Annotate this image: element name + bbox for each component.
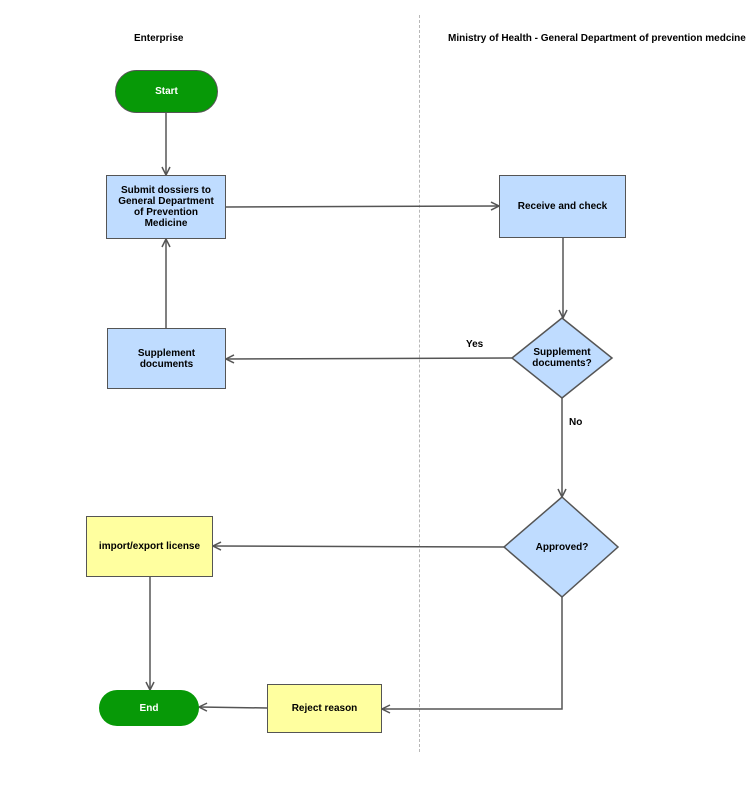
lane-title-enterprise: Enterprise: [134, 33, 184, 44]
yes-label: Yes: [466, 339, 484, 350]
import-export-license-label: import/export license: [98, 541, 201, 552]
lane-title-ministry: Ministry of Health - General Department …: [448, 33, 746, 44]
end-label: End: [139, 702, 159, 714]
edge-approved-to-license: [213, 546, 505, 547]
submit-dossiers-label: Submit dossiers to General Department of…: [118, 185, 214, 229]
end-node: End: [99, 690, 199, 726]
supplement-documents-label: Supplement documents: [137, 347, 196, 370]
start-node: Start: [115, 70, 218, 113]
edge-yes-to-supplement: [226, 358, 513, 359]
approved-decision-label: Approved?: [535, 541, 589, 553]
import-export-license-box: import/export license: [86, 516, 213, 577]
supplement-documents-box: Supplement documents: [107, 328, 226, 389]
reject-reason-box: Reject reason: [267, 684, 382, 733]
edge-approved-to-reject: [382, 597, 563, 709]
no-label: No: [569, 417, 583, 428]
edge-submit-to-receive: [225, 206, 499, 207]
reject-reason-label: Reject reason: [291, 703, 358, 714]
start-label: Start: [155, 86, 178, 97]
submit-dossiers-box: Submit dossiers to General Department of…: [106, 175, 226, 239]
receive-check-label: Receive and check: [517, 201, 608, 212]
lane-divider: [419, 15, 420, 752]
supplement-decision-label: Supplement documents?: [532, 347, 592, 369]
receive-check-box: Receive and check: [499, 175, 626, 238]
edge-reject-to-end: [199, 707, 268, 708]
